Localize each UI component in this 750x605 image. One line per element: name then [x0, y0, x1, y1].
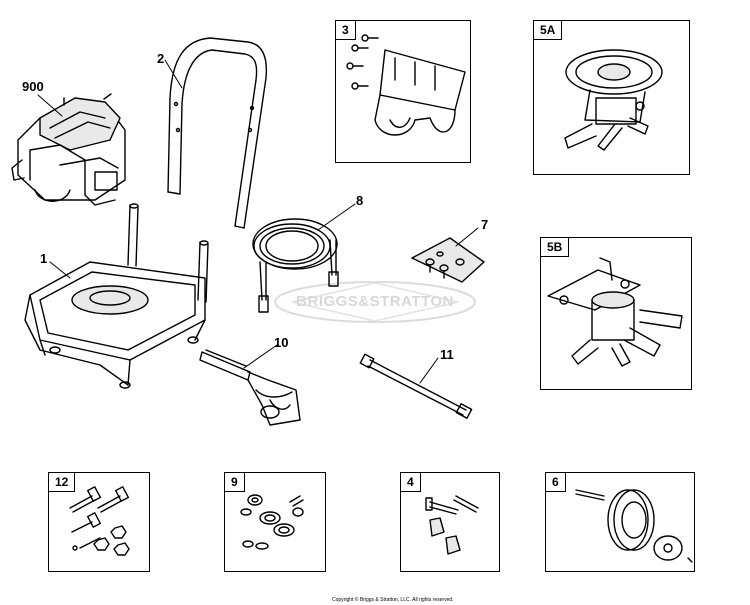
kit-box-bolts-nuts: 12: [48, 472, 150, 572]
pump-5b-drawing: [547, 257, 683, 367]
kit-box-pump-a: 5A: [533, 20, 690, 175]
frame-drawing: [24, 203, 209, 389]
kit-tag-pump-b: 5B: [541, 238, 570, 257]
engine-drawing: [11, 93, 126, 206]
mount-kit-drawing: [346, 34, 466, 136]
callout-plate: 7: [481, 217, 489, 232]
hose-drawing: [252, 218, 339, 313]
copyright-notice: Copyright © Briggs & Stratton, LLC. All …: [332, 597, 454, 603]
kit-tag-wheel: 6: [546, 473, 566, 492]
wheel-kit-drawing: [556, 478, 693, 563]
spray-gun-drawing: [199, 349, 301, 426]
briggs-stratton-watermark: BRIGGS&STRATTON: [272, 280, 478, 324]
bolts-nuts-drawing: [69, 486, 130, 556]
kit-tag-mount: 3: [336, 21, 356, 40]
kit-tag-pump-a: 5A: [534, 21, 563, 40]
pump-5a-drawing: [564, 49, 663, 151]
callout-handle: 2: [157, 51, 165, 66]
kit-tag-bolts-nuts: 12: [49, 473, 76, 492]
callout-wand: 11: [440, 347, 454, 362]
callout-spray-gun: 10: [274, 335, 289, 350]
kit-box-wheel: 6: [545, 472, 695, 572]
callout-frame: 1: [40, 251, 48, 266]
kit-tag-hardware: 9: [225, 473, 245, 492]
kit-box-hardware: 9: [224, 472, 326, 572]
hardware-kit-drawing: [240, 494, 304, 550]
callout-engine: 900: [22, 79, 44, 94]
wand-drawing: [359, 353, 473, 419]
kit-box-pump-b: 5B: [540, 237, 692, 390]
handle-drawing: [167, 37, 268, 229]
watermark-text: BRIGGS&STRATTON: [296, 293, 454, 310]
kit-box-bolt-knob: 4: [400, 472, 500, 572]
kit-box-mount: 3: [335, 20, 471, 163]
plate-drawing: [411, 237, 485, 283]
leader-lines: [37, 59, 479, 384]
callout-hose: 8: [356, 193, 364, 208]
kit-tag-bolt-knob: 4: [401, 473, 421, 492]
bolt-knob-drawing: [425, 495, 479, 555]
